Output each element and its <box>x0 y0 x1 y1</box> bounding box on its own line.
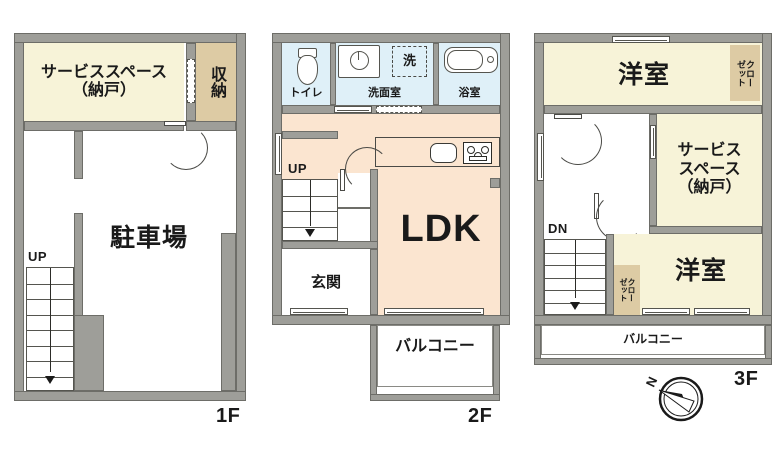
room-service-space-3f <box>657 114 762 226</box>
floor-plan-2f: トイレ 洗面室 洗 浴室 玄関 LDK UP <box>272 33 510 427</box>
balcony-wall-3f-bottom <box>534 358 772 365</box>
staircase-2f <box>282 179 338 241</box>
balcony-wall-2f-bottom <box>370 394 500 401</box>
floor-tag-2f-text: 2F <box>468 405 493 427</box>
sliding-door-closet-1f[interactable] <box>187 59 195 103</box>
door-leaf-hall-2f[interactable] <box>340 169 345 191</box>
staircase-3f <box>544 239 606 315</box>
wall-2f-kitchen-stub <box>282 131 338 139</box>
window-3f-service-left <box>650 125 656 159</box>
wall-outer-2f-top <box>272 33 510 43</box>
window-2f-left-upper <box>275 133 282 175</box>
window-2f-ldk-north <box>376 106 422 113</box>
wall-2f-ldk-left <box>370 249 378 315</box>
wall-2f-hall-bottom <box>282 241 378 249</box>
wall-2f-toilet-right <box>330 43 336 105</box>
room-ldk-2f-lower <box>378 249 500 315</box>
bathtub-basin-icon <box>447 50 483 70</box>
bathtub-drain-icon <box>487 56 494 63</box>
wall-1f-right-inner <box>221 233 236 391</box>
wall-outer-1f-left <box>14 33 24 401</box>
floor-tag-1f: 1F <box>216 405 240 428</box>
wall-outer-2f-right <box>500 33 510 325</box>
floor-tag-3f: 3F <box>734 368 758 391</box>
floor-tag-2f: 2F <box>468 405 492 428</box>
compass-icon <box>658 376 704 422</box>
window-3f-south-b <box>694 308 750 315</box>
window-2f-entrance-south <box>290 308 348 315</box>
wall-outer-3f-bottom <box>534 315 772 325</box>
stair-direction-3f-text: DN <box>548 221 568 236</box>
washer-slot-icon <box>392 46 427 77</box>
stair-direction-2f-text: UP <box>288 161 308 176</box>
stair-direction-2f: UP <box>288 161 307 176</box>
window-2f-washroom-south <box>334 106 372 113</box>
window-2f-ldk-south <box>384 308 484 315</box>
door-swing-hall-2f <box>345 147 389 191</box>
balcony-wall-2f-right <box>493 325 500 401</box>
wall-outer-1f-bottom <box>14 391 246 401</box>
wall-outer-1f-right <box>236 33 246 401</box>
room-closet-north-3f <box>730 45 760 101</box>
stair-direction-3f: DN <box>548 221 568 236</box>
wall-outer-3f-right <box>762 33 772 325</box>
wall-outer-2f-bottom <box>272 315 510 325</box>
wall-3f-service-bottom <box>649 226 762 234</box>
staircase-1f <box>26 267 74 391</box>
balcony-wall-2f-left <box>370 325 377 401</box>
wall-3f-south-room-left <box>606 234 614 315</box>
faucet-icon <box>358 51 359 60</box>
wall-3f-service-left <box>649 114 657 226</box>
wall-3f-north-room-bottom <box>544 105 762 114</box>
room-closet-1f <box>196 43 236 121</box>
wall-outer-2f-left <box>272 33 282 325</box>
wall-1f-service-bottom <box>24 121 184 131</box>
stair-direction-1f-text: UP <box>28 249 48 264</box>
floor-plan-3f: 洋室 クロー ゼット サービス スペース （納戸） 洋室 クロー ゼット DN <box>534 33 772 390</box>
cooktop-icon <box>463 142 492 164</box>
compass-rose: N <box>642 368 712 430</box>
floor-plan-1f: サービススペース （納戸） 収納 駐車場 UP 1F <box>14 33 246 427</box>
wall-1f-stair-side <box>74 213 83 323</box>
stair-direction-1f: UP <box>28 249 47 264</box>
wall-outer-1f-top <box>14 33 246 43</box>
floor-tag-3f-text: 3F <box>734 368 759 390</box>
room-balcony-3f <box>541 325 765 355</box>
window-3f-north <box>612 36 670 43</box>
kitchen-sink-icon <box>430 143 457 163</box>
wall-1f-stair-foot <box>74 315 104 391</box>
toilet-bowl-icon <box>297 55 318 85</box>
wall-1f-stub-vertical <box>74 131 83 179</box>
sink-bowl-icon <box>350 51 369 70</box>
room-service-space-1f <box>24 43 184 121</box>
wall-2f-entry-divider <box>338 207 370 209</box>
room-closet-south-3f <box>614 265 640 315</box>
wall-2f-bath-left <box>433 43 439 105</box>
door-swing-north-room-3f <box>554 117 602 165</box>
floor-tag-1f-text: 1F <box>216 405 241 427</box>
room-entrance-2f <box>282 249 370 315</box>
window-3f-south-a <box>642 308 690 315</box>
room-balcony-2f <box>377 325 493 387</box>
door-leaf-service-1f[interactable] <box>164 121 186 126</box>
room-western-north-3f <box>544 43 762 105</box>
window-3f-hall-left <box>537 133 544 181</box>
wall-2f-ldk-notch <box>490 178 500 188</box>
door-swing-service-1f <box>164 126 208 170</box>
